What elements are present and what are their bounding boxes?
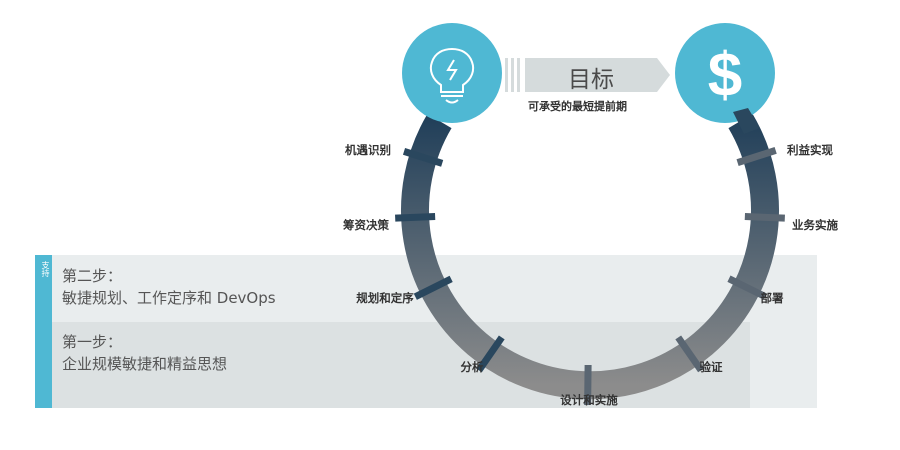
cycle-tick — [402, 148, 444, 167]
cycle-tick — [736, 147, 777, 166]
svg-text:$: $ — [708, 41, 742, 110]
step-one-text: 企业规模敏捷和精益思想 — [62, 355, 228, 373]
cycle-tick — [744, 212, 785, 222]
cycle-tick — [476, 335, 505, 373]
cycle-tick — [413, 275, 453, 300]
cycle-tick — [395, 212, 436, 222]
label-design: 设计和实施 — [560, 393, 618, 407]
label-planning: 规划和定序 — [356, 291, 414, 305]
cycle-ring — [401, 113, 779, 400]
label-business: 业务实施 — [792, 218, 838, 232]
dollar-icon: $ — [675, 23, 775, 123]
label-verify: 验证 — [699, 360, 723, 374]
cycle-tick — [727, 275, 767, 300]
support-label: 支持 — [41, 261, 50, 277]
cycle-tick — [675, 335, 704, 373]
label-benefit: 利益实现 — [787, 143, 833, 157]
lightbulb-icon — [402, 23, 502, 123]
goal-arrow — [505, 58, 670, 92]
label-opportunity: 机遇识别 — [345, 143, 391, 157]
step-two-title: 第二步： — [62, 267, 123, 285]
label-analysis: 分析 — [460, 360, 484, 374]
label-funding: 筹资决策 — [343, 218, 389, 232]
goal-title: 目标 — [568, 67, 614, 93]
support-bar: 支持 — [35, 255, 52, 408]
step-two-text: 敏捷规划、工作定序和 DevOps — [62, 289, 276, 307]
goal-subtitle: 可承受的最短提前期 — [528, 100, 627, 113]
step-one-title: 第一步： — [62, 333, 123, 351]
label-deploy: 部署 — [760, 291, 784, 305]
